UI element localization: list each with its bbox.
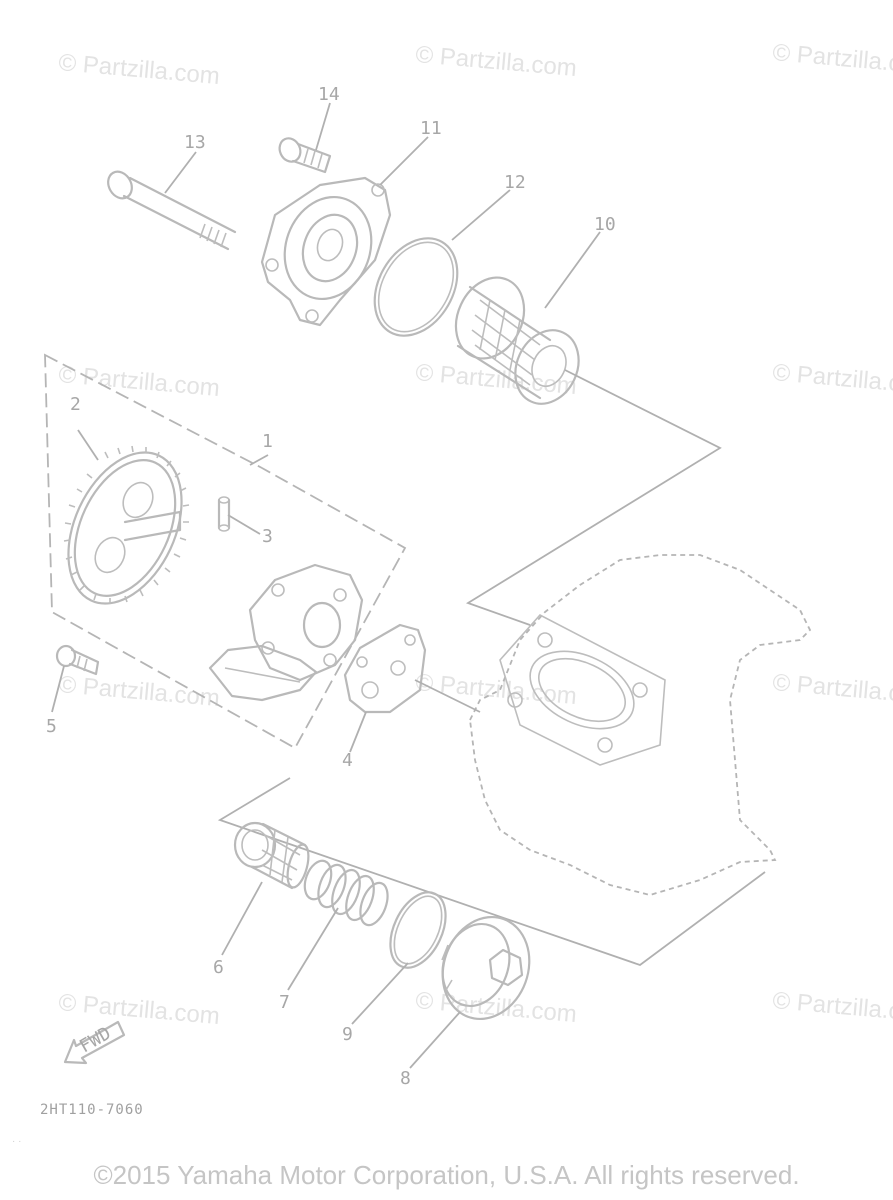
crankcase-outline (469, 554, 812, 896)
callout-13: 13 (184, 132, 206, 153)
reference-lines (217, 369, 766, 967)
filter-cover-11 (260, 176, 392, 327)
bolt-14 (278, 137, 332, 174)
bolt-13 (107, 170, 237, 251)
drain-plug-8 (441, 915, 531, 1021)
o-ring-9 (389, 891, 447, 969)
pump-gear-2 (63, 445, 190, 605)
callout-11: 11 (420, 118, 442, 139)
watermark: © Partzilla.com (57, 989, 220, 1030)
watermark: © Partzilla.com (414, 359, 577, 400)
callout-8: 8 (400, 1068, 411, 1089)
watermark: © Partzilla.com (771, 39, 893, 80)
callout-3: 3 (262, 526, 273, 547)
callout-numbers: 1 2 3 4 5 6 7 8 9 10 11 12 13 14 (46, 84, 616, 1089)
callout-1: 1 (262, 431, 273, 452)
callout-10: 10 (594, 214, 616, 235)
dowel-pin-3 (217, 496, 231, 532)
oil-filter-10 (454, 276, 580, 405)
decorative-dots: · · (12, 1136, 22, 1147)
callout-14: 14 (318, 84, 340, 105)
watermark: © Partzilla.com (771, 987, 893, 1028)
watermark: © Partzilla.com (57, 671, 220, 712)
copyright-text: ©2015 Yamaha Motor Corporation, U.S.A. A… (93, 1160, 800, 1190)
o-ring-12 (373, 237, 459, 337)
callout-9: 9 (342, 1024, 353, 1045)
callout-5: 5 (46, 716, 57, 737)
gasket-4 (343, 623, 427, 714)
callout-7: 7 (279, 992, 290, 1013)
watermark: © Partzilla.com (771, 669, 893, 710)
screw-5 (55, 644, 100, 676)
watermarks: © Partzilla.com © Partzilla.com © Partzi… (57, 39, 893, 1030)
callout-6: 6 (213, 957, 224, 978)
strainer-6 (233, 821, 310, 890)
forward-arrow-icon: FWD (63, 1020, 126, 1065)
watermark: © Partzilla.com (57, 361, 220, 402)
oil-pump-body (208, 563, 364, 702)
callout-2: 2 (70, 394, 81, 415)
callout-leaders (51, 102, 601, 1069)
callout-12: 12 (504, 172, 526, 193)
callout-4: 4 (342, 750, 353, 771)
diagram-code: 2HT110-7060 (40, 1102, 144, 1118)
watermark: © Partzilla.com (414, 41, 577, 82)
watermark: © Partzilla.com (57, 49, 220, 90)
spring-7 (303, 859, 389, 927)
watermark: © Partzilla.com (771, 359, 893, 400)
